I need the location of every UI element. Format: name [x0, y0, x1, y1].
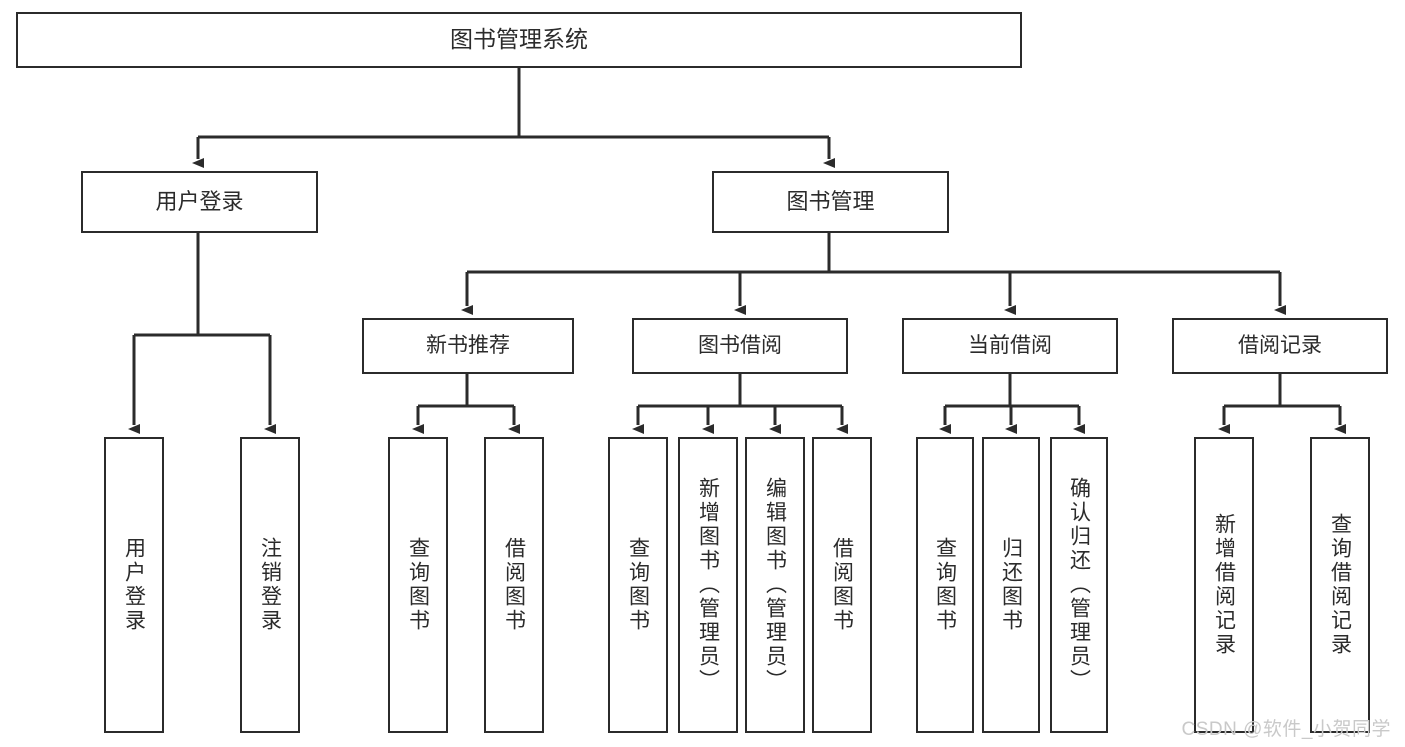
node-leaf-edit-book-label: 编辑图书（管理员） [763, 477, 787, 693]
node-leaf-query-record-label: 查询借阅记录 [1328, 513, 1352, 657]
node-leaf-query-book-1[interactable]: 查询图书 [388, 437, 448, 733]
node-new-book-recommend-label: 新书推荐 [426, 333, 510, 357]
node-leaf-confirm-return-label: 确认归还（管理员） [1067, 477, 1091, 693]
node-leaf-logout-label: 注销登录 [258, 537, 282, 633]
node-leaf-query-record[interactable]: 查询借阅记录 [1310, 437, 1370, 733]
node-leaf-add-record-label: 新增借阅记录 [1212, 513, 1236, 657]
node-leaf-query-book-2-label: 查询图书 [626, 537, 650, 633]
node-leaf-borrow-book-2[interactable]: 借阅图书 [812, 437, 872, 733]
node-leaf-add-book[interactable]: 新增图书（管理员） [678, 437, 738, 733]
node-leaf-edit-book[interactable]: 编辑图书（管理员） [745, 437, 805, 733]
node-leaf-return-book-label: 归还图书 [999, 537, 1023, 633]
node-leaf-add-book-label: 新增图书（管理员） [696, 477, 720, 693]
node-leaf-add-record[interactable]: 新增借阅记录 [1194, 437, 1254, 733]
node-leaf-query-book-1-label: 查询图书 [406, 537, 430, 633]
node-current-borrow-label: 当前借阅 [968, 333, 1052, 357]
node-book-borrow-label: 图书借阅 [698, 333, 782, 357]
node-leaf-query-book-2[interactable]: 查询图书 [608, 437, 668, 733]
node-user-login-label: 用户登录 [155, 189, 244, 215]
node-leaf-return-book[interactable]: 归还图书 [982, 437, 1040, 733]
node-leaf-query-book-3[interactable]: 查询图书 [916, 437, 974, 733]
node-book-manage[interactable]: 图书管理 [712, 171, 949, 233]
node-leaf-borrow-book-1-label: 借阅图书 [502, 537, 526, 633]
node-leaf-borrow-book-1[interactable]: 借阅图书 [484, 437, 544, 733]
node-new-book-recommend[interactable]: 新书推荐 [362, 318, 574, 374]
node-current-borrow[interactable]: 当前借阅 [902, 318, 1118, 374]
node-leaf-logout[interactable]: 注销登录 [240, 437, 300, 733]
node-borrow-record[interactable]: 借阅记录 [1172, 318, 1388, 374]
node-root-label: 图书管理系统 [450, 26, 588, 53]
node-borrow-record-label: 借阅记录 [1238, 333, 1322, 357]
watermark: CSDN @软件_小贺同学 [1181, 719, 1391, 740]
node-root[interactable]: 图书管理系统 [16, 12, 1022, 68]
node-leaf-confirm-return[interactable]: 确认归还（管理员） [1050, 437, 1108, 733]
node-book-borrow[interactable]: 图书借阅 [632, 318, 848, 374]
node-leaf-user-login[interactable]: 用户登录 [104, 437, 164, 733]
node-user-login[interactable]: 用户登录 [81, 171, 318, 233]
node-leaf-user-login-label: 用户登录 [122, 537, 146, 633]
node-leaf-borrow-book-2-label: 借阅图书 [830, 537, 854, 633]
node-book-manage-label: 图书管理 [786, 189, 875, 215]
node-leaf-query-book-3-label: 查询图书 [933, 537, 957, 633]
